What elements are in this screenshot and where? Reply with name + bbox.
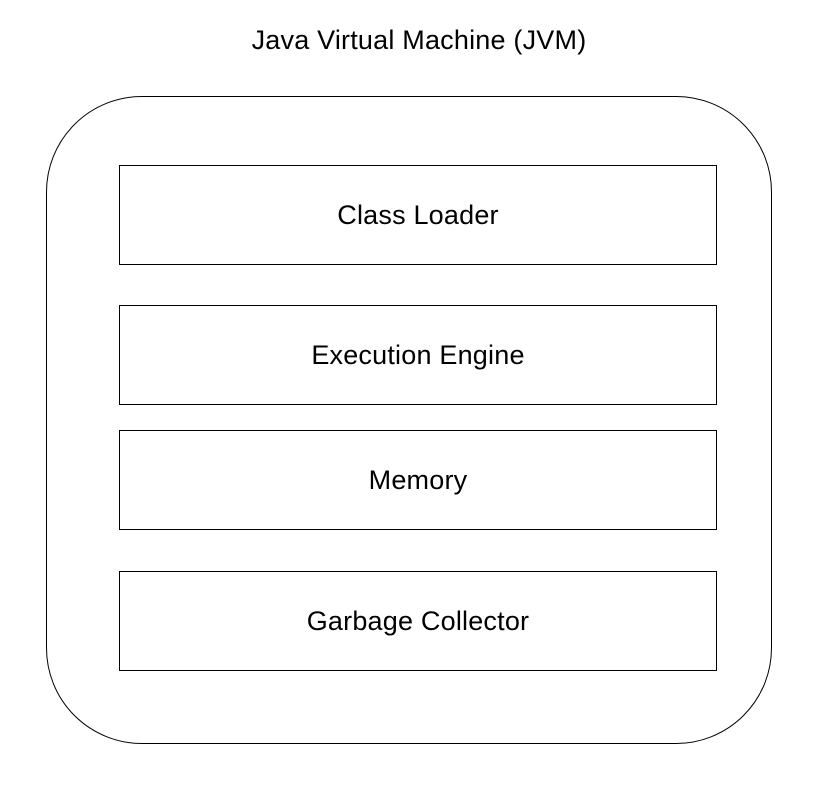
execution-engine-box: Execution Engine [119,305,717,405]
class-loader-box: Class Loader [119,165,717,265]
garbage-collector-box: Garbage Collector [119,571,717,671]
diagram-title: Java Virtual Machine (JVM) [251,25,587,55]
memory-box: Memory [119,430,717,530]
